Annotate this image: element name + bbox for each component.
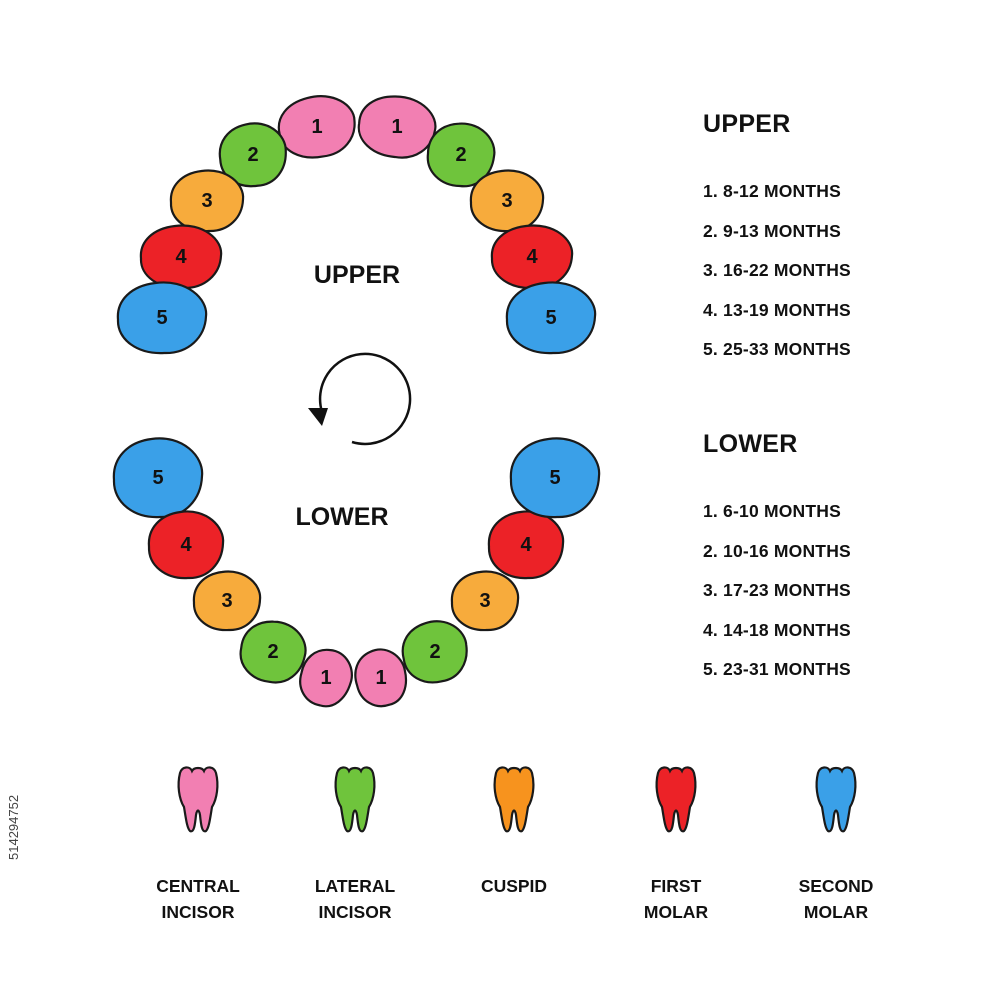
tooth-icon [334,766,376,833]
tooth-number: 4 [180,534,192,556]
tooth-number: 3 [479,590,490,612]
tooth-shape [218,122,287,188]
tooth-shape [505,281,597,355]
lower-tooth-second-molar: 5 [509,437,601,519]
legend-label: LATERAL INCISOR [314,876,396,922]
legend-second-molar: SECOND MOLAR [756,765,916,925]
tooth-number: 1 [375,667,386,689]
tooth-number: 2 [267,641,278,663]
legend-label: CENTRAL INCISOR [156,876,240,922]
upper-tooth-cuspid: 3 [169,169,245,233]
tooth-number: 4 [520,534,532,556]
tooth-icon [815,766,857,833]
lower-tooth-lateral-incisor: 2 [239,620,307,684]
tooth-number: 1 [311,116,322,138]
legend-first-molar: FIRST MOLAR [596,765,756,925]
lower-tooth-second-molar: 5 [112,437,204,519]
upper-schedule-item: 1. 8-12 MONTHS [703,181,841,201]
upper-tooth-lateral-incisor: 2 [426,122,496,188]
upper-schedule-title: UPPER [703,110,791,138]
upper-jaw-label: UPPER [314,261,400,289]
stock-image-id: 514294752 [6,794,21,860]
lower-jaw-label: LOWER [295,503,388,531]
tooth-number: 4 [526,246,538,268]
upper-jaw: 1 2 3 4 5 1 2 3 4 5 [116,95,597,355]
tooth-shape [354,648,408,708]
tooth-shape [239,620,307,684]
upper-schedule-item: 3. 16-22 MONTHS [703,260,851,280]
tooth-number: 5 [549,467,560,489]
tooth-number: 3 [201,190,212,212]
tooth-shape [450,570,520,632]
lower-schedule-item: 2. 10-16 MONTHS [703,540,851,561]
tooth-number: 2 [429,641,440,663]
upper-tooth-first-molar: 4 [139,224,223,290]
lower-tooth-first-molar: 4 [147,510,225,580]
legend-label: FIRST MOLAR [643,876,709,922]
lower-schedule-item: 4. 14-18 MONTHS [703,619,851,640]
lower-tooth-cuspid: 3 [192,570,262,632]
tooth-number: 1 [320,667,331,689]
tooth-number: 2 [455,144,466,166]
lower-schedule-item: 1. 6-10 MONTHS [703,501,841,521]
lower-schedule-title: LOWER [703,430,798,458]
tooth-icon [493,766,535,833]
legend-label: CUSPID [480,876,548,896]
upper-eruption-schedule: UPPER 1. 8-12 MONTHS 2. 9-13 MONTHS 3. 1… [703,110,851,379]
upper-tooth-central-incisor: 1 [357,95,437,159]
upper-tooth-first-molar: 4 [490,224,574,290]
rotation-arrow-icon [308,352,412,446]
tooth-number: 2 [247,144,258,166]
upper-tooth-cuspid: 3 [469,169,545,233]
tooth-shape [487,510,565,580]
tooth-arch-diagram: 1 2 3 4 5 1 2 3 4 5 5 4 3 2 1 1 2 3 4 5 UPPER LOWER [112,95,601,708]
upper-tooth-second-molar: 5 [505,281,597,355]
lower-schedule-item: 5. 23-31 MONTHS [703,659,851,679]
upper-schedule-item: 5. 25-33 MONTHS [703,339,851,359]
lower-tooth-central-incisor: 1 [299,648,353,708]
upper-tooth-central-incisor: 1 [277,95,356,159]
lower-tooth-lateral-incisor: 2 [401,620,468,684]
tooth-icon [177,766,219,833]
tooth-type-legend: CENTRAL INCISOR LATERAL INCISOR CUSPID F… [0,765,1000,935]
upper-tooth-second-molar: 5 [116,281,208,355]
legend-cuspid: CUSPID [434,765,594,899]
upper-schedule-item: 2. 9-13 MONTHS [703,220,841,241]
tooth-shape [299,648,353,708]
tooth-number: 4 [175,246,187,268]
legend-label: SECOND MOLAR [798,876,874,922]
lower-tooth-central-incisor: 1 [354,648,408,708]
tooth-number: 3 [221,590,232,612]
lower-schedule-item: 3. 17-23 MONTHS [703,580,851,600]
tooth-shape [357,95,437,159]
tooth-shape [169,169,245,233]
tooth-shape [277,95,356,159]
tooth-shape [192,570,262,632]
tooth-number: 1 [391,116,402,138]
lower-tooth-first-molar: 4 [487,510,565,580]
legend-lateral-incisor: LATERAL INCISOR [275,765,435,925]
tooth-number: 5 [545,307,556,329]
tooth-icon [655,766,697,833]
tooth-number: 5 [152,467,163,489]
tooth-shape [401,620,468,684]
tooth-shape [116,281,208,355]
tooth-shape [426,122,496,188]
upper-tooth-lateral-incisor: 2 [218,122,287,188]
tooth-shape [147,510,225,580]
lower-tooth-cuspid: 3 [450,570,520,632]
lower-eruption-schedule: LOWER 1. 6-10 MONTHS 2. 10-16 MONTHS 3. … [703,430,851,699]
lower-jaw: 5 4 3 2 1 1 2 3 4 5 [112,437,601,708]
legend-central-incisor: CENTRAL INCISOR [118,765,278,925]
tooth-shape [509,437,601,519]
tooth-shape [112,437,204,519]
tooth-number: 3 [501,190,512,212]
upper-schedule-item: 4. 13-19 MONTHS [703,299,851,320]
tooth-number: 5 [156,307,167,329]
